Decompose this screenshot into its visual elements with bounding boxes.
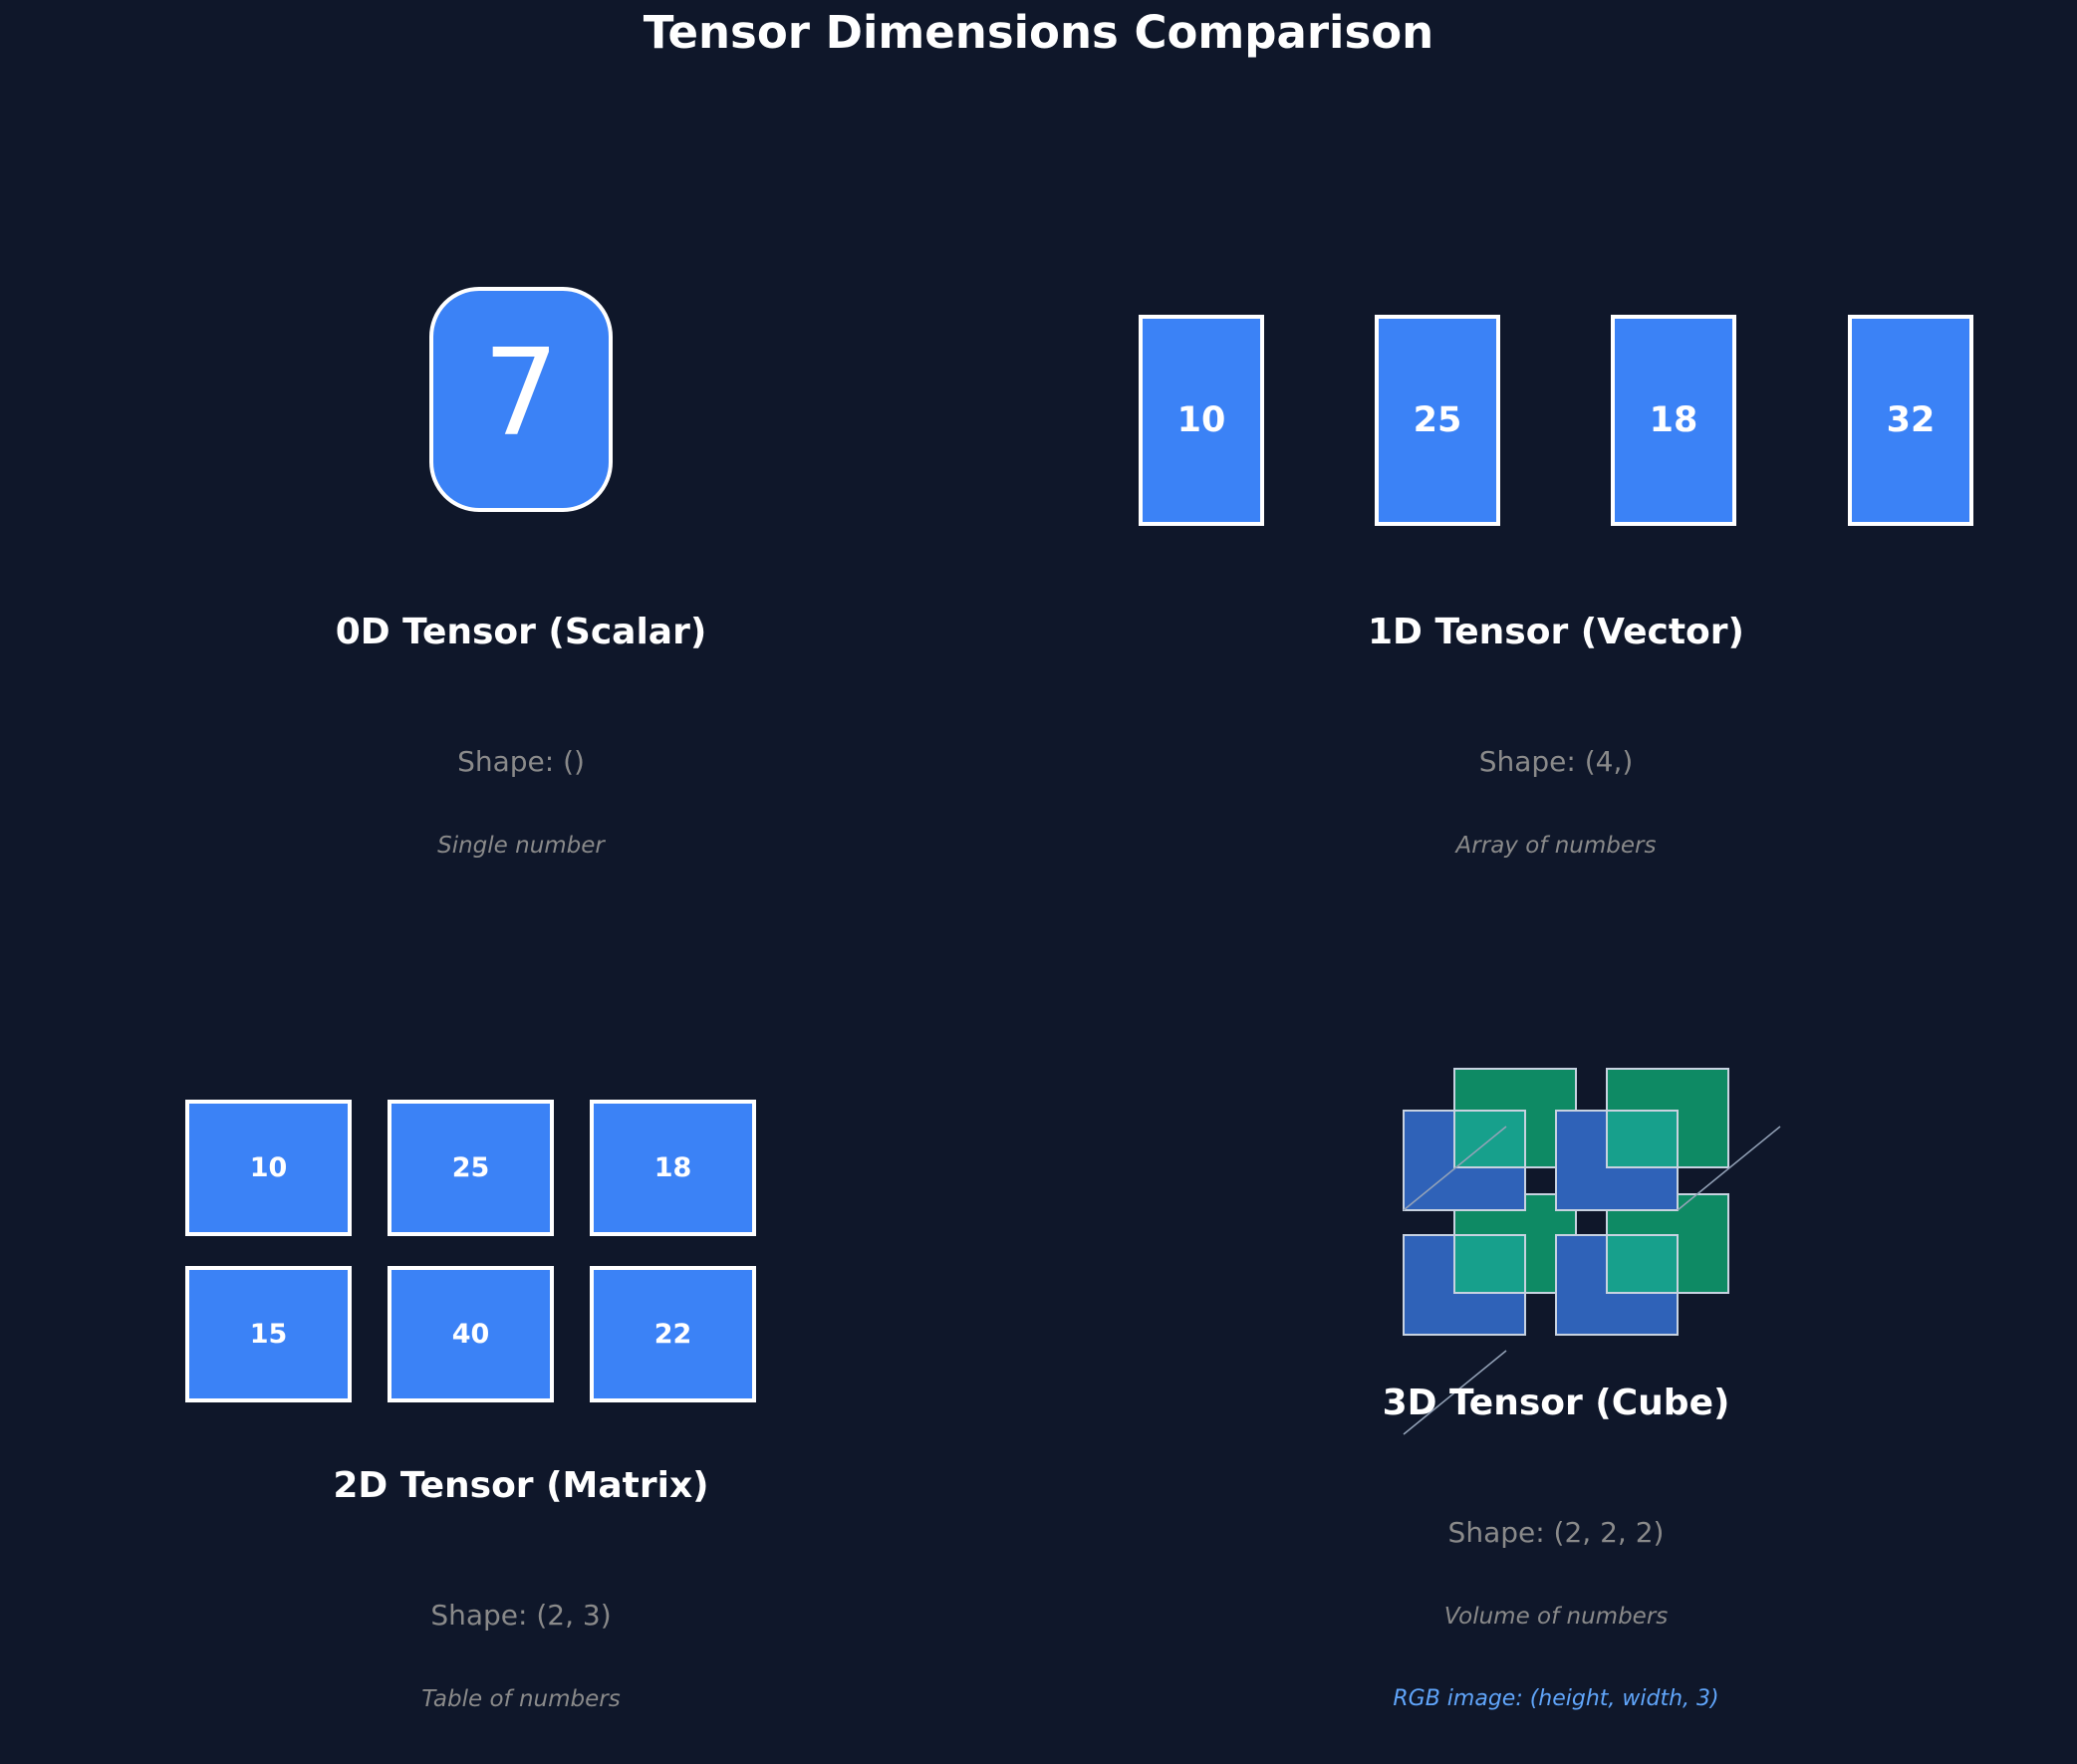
scalar-title: 0D Tensor (Scalar) [335,612,707,652]
figure-title: Tensor Dimensions Comparison [643,6,1434,59]
cube-rgb-note: RGB image: (height, width, 3) [1393,1686,1719,1711]
scalar-shape: Shape: () [457,745,585,778]
cube-depth-edge [1677,1126,1781,1211]
cube-overlap-region [1606,1110,1679,1168]
scalar-cell [429,287,613,512]
cube-title: 3D Tensor (Cube) [1382,1383,1730,1423]
vector-cell [1611,315,1736,526]
cube-overlap-region [1606,1234,1679,1294]
matrix-cell-value: 40 [452,1319,490,1350]
vector-description: Array of numbers [1455,833,1657,859]
vector-cell [1848,315,1973,526]
scalar-diagram: 7 [429,287,613,512]
cube-overlap-region [1453,1234,1526,1294]
matrix-description: Table of numbers [421,1686,621,1712]
vector-cell [1139,315,1264,526]
vector-cell-value: 18 [1650,400,1698,440]
matrix-cell-value: 25 [452,1152,490,1183]
matrix-cell-value: 22 [654,1319,692,1350]
matrix-diagram: 10 25 18 15 40 22 [185,1100,756,1402]
matrix-cell-value: 10 [250,1152,288,1183]
matrix-cell [590,1266,756,1402]
vector-cell-value: 10 [1177,400,1226,440]
cube-diagram [1403,1068,1781,1435]
matrix-cell [185,1100,352,1236]
vector-cell-value: 32 [1887,400,1936,440]
cube-shape: Shape: (2, 2, 2) [1447,1516,1665,1549]
vector-cell [1375,315,1500,526]
vector-cell-value: 25 [1414,400,1462,440]
vector-title: 1D Tensor (Vector) [1368,612,1744,652]
cube-depth-edge [1403,1350,1507,1435]
cube-depth-edge [1403,1126,1507,1211]
matrix-title: 2D Tensor (Matrix) [333,1465,709,1506]
vector-shape: Shape: (4,) [1478,745,1634,778]
scalar-value: 7 [483,325,559,463]
matrix-cell [388,1266,554,1402]
matrix-cell-value: 18 [654,1152,692,1183]
matrix-cell-value: 15 [250,1319,288,1350]
scalar-description: Single number [437,833,605,859]
matrix-shape: Shape: (2, 3) [430,1599,612,1632]
matrix-cell [590,1100,756,1236]
matrix-cell [185,1266,352,1402]
matrix-cell [388,1100,554,1236]
cube-description: Volume of numbers [1443,1604,1669,1630]
vector-diagram: 10 25 18 32 [1139,315,1973,526]
